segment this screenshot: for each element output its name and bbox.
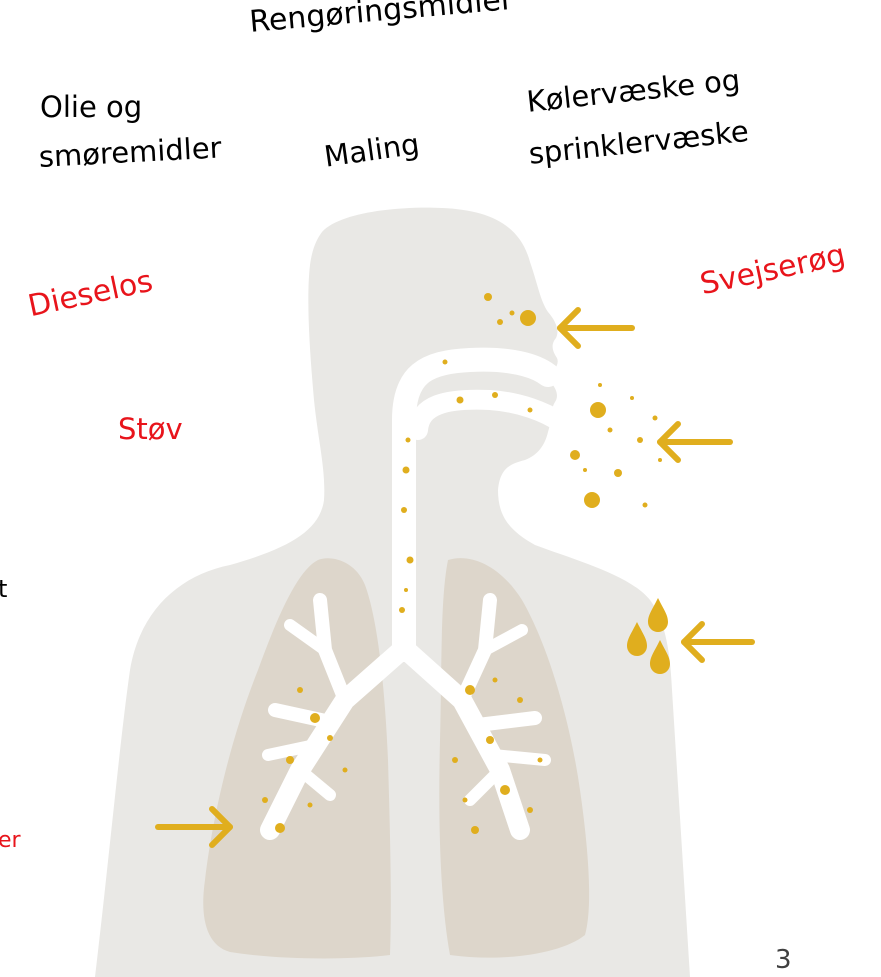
page-number: 3 <box>775 945 792 976</box>
arrow-mouth <box>660 424 730 460</box>
arrow-skin <box>684 624 752 660</box>
cropped-text-fragment-er: er <box>0 828 21 854</box>
arrow-nose <box>560 310 632 346</box>
label-stov: Støv <box>118 412 183 447</box>
cropped-text-fragment-t: t <box>0 575 7 604</box>
label-olie-og: Olie og <box>40 90 142 125</box>
